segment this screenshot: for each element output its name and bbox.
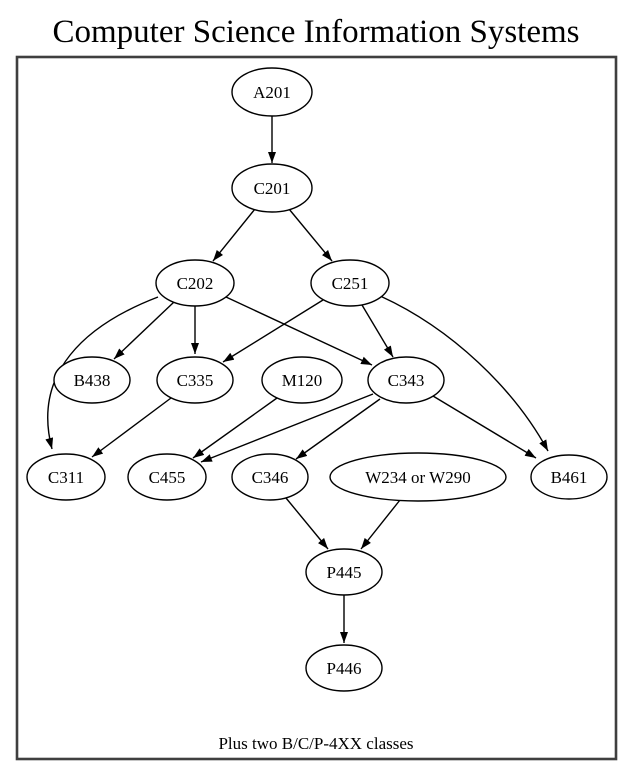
edge-c201-c251 [288,208,333,262]
node-b438-label: B438 [74,371,111,390]
edge-c343-c455 [200,393,374,463]
node-p445: P445 [305,548,383,596]
node-p446: P446 [305,644,383,692]
node-c343-shape [367,356,445,404]
node-c251-shape [310,259,390,307]
node-c335: C335 [156,356,234,404]
node-c201-label: C201 [254,179,291,198]
node-b438: B438 [53,356,131,404]
footnote: Plus two B/C/P-4XX classes [218,734,413,753]
edge-w234w290-p445 [360,499,401,550]
node-p446-label: P446 [327,659,362,678]
node-c455-shape [127,453,207,501]
edge-c202-b438 [113,301,175,360]
edge-m120-c455 [192,397,278,459]
node-c311: C311 [26,453,106,501]
node-c201: C201 [231,163,313,213]
node-c343: C343 [367,356,445,404]
node-w234-or-w290-shape [329,452,507,502]
edge-c346-p445 [285,497,329,550]
node-c202: C202 [155,259,235,307]
node-m120-label: M120 [282,371,323,390]
node-c346-shape [231,453,309,501]
node-b461-label: B461 [551,468,588,487]
node-c202-shape [155,259,235,307]
node-c346-label: C346 [252,468,289,487]
node-w234-or-w290-label: W234 or W290 [365,468,470,487]
edge-c201-c202 [212,208,256,262]
node-c251: C251 [310,259,390,307]
node-c335-shape [156,356,234,404]
edge-c251-b461 [377,294,549,452]
edge-c343-b461 [432,395,537,459]
node-c455: C455 [127,453,207,501]
node-b461-shape [530,454,608,500]
node-c335-label: C335 [177,371,214,390]
node-p445-shape [305,548,383,596]
node-c343-label: C343 [388,371,425,390]
node-b461: B461 [530,454,608,500]
node-c311-shape [26,453,106,501]
edge-c202-c343 [225,296,373,366]
node-c455-label: C455 [149,468,186,487]
node-c202-label: C202 [177,274,214,293]
node-a201-shape [231,67,313,117]
edge-group [45,116,549,643]
edge-c202-c311 [45,296,159,450]
node-m120: M120 [261,356,343,404]
node-m120-shape [261,356,343,404]
edge-c335-c311 [91,397,172,458]
edge-c251-c343 [361,304,394,358]
node-group: A201 C201 C202 C251 B438 C335 [26,67,608,692]
node-b438-shape [53,356,131,404]
node-p446-shape [305,644,383,692]
node-c346: C346 [231,453,309,501]
graph-border [15,55,618,761]
node-w234-or-w290: W234 or W290 [329,452,507,502]
node-c201-shape [231,163,313,213]
node-a201: A201 [231,67,313,117]
node-p445-label: P445 [327,563,362,582]
page-title: Computer Science Information Systems [53,14,580,50]
edge-c251-c335 [222,299,324,363]
edge-c343-c346 [295,398,381,460]
node-c251-label: C251 [332,274,369,293]
node-a201-label: A201 [253,83,291,102]
node-c311-label: C311 [48,468,84,487]
